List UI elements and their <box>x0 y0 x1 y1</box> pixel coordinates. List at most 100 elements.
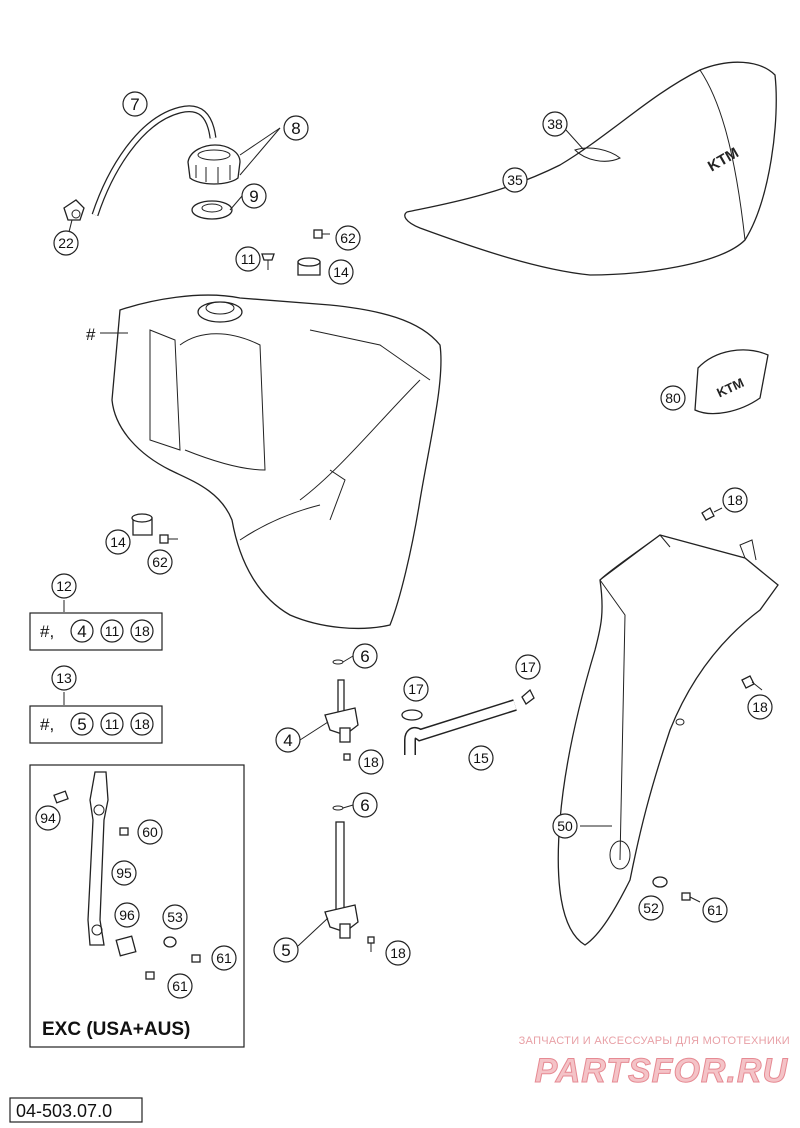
screw-18-tap4 <box>343 753 351 761</box>
callout-52: 52 <box>638 895 664 921</box>
callout-18-panel-top: 18 <box>722 487 748 513</box>
svg-text:38: 38 <box>547 116 563 132</box>
svg-text:#,: #, <box>40 715 54 734</box>
svg-text:11: 11 <box>241 251 256 267</box>
callout-38: 38 <box>542 111 568 137</box>
svg-text:50: 50 <box>557 818 573 834</box>
screw-11 <box>261 253 275 270</box>
svg-text:#: # <box>86 325 96 344</box>
callout-53: 53 <box>162 904 188 930</box>
svg-text:96: 96 <box>119 907 135 923</box>
exc-inset: EXC (USA+AUS) <box>29 764 245 1048</box>
callout-60: 60 <box>137 819 163 845</box>
svg-text:17: 17 <box>520 659 536 675</box>
callout-7: 7 <box>122 91 148 117</box>
svg-text:5: 5 <box>77 715 86 734</box>
svg-text:7: 7 <box>130 95 139 114</box>
callout-15: 15 <box>468 745 494 771</box>
svg-text:17: 17 <box>408 681 424 697</box>
callout-6-lower: 6 <box>352 792 378 818</box>
callout-18-tap4: 18 <box>358 749 384 775</box>
svg-text:9: 9 <box>249 187 258 206</box>
svg-text:35: 35 <box>507 172 523 188</box>
svg-text:11: 11 <box>105 623 120 639</box>
svg-text:60: 60 <box>142 824 158 840</box>
watermark: ЗАПЧАСТИ И АКСЕССУАРЫ ДЛЯ МОТОТЕХНИКИ PA… <box>519 1035 790 1091</box>
callout-61-panel: 61 <box>702 897 728 923</box>
vent-nipple <box>63 199 85 221</box>
callout-12: 12 <box>51 573 77 599</box>
svg-text:14: 14 <box>110 534 126 550</box>
tank-cap <box>187 144 241 185</box>
svg-text:53: 53 <box>167 909 183 925</box>
svg-text:18: 18 <box>363 754 379 770</box>
svg-text:12: 12 <box>56 578 72 594</box>
svg-text:14: 14 <box>333 264 349 280</box>
svg-text:5: 5 <box>281 941 290 960</box>
tank-decal: KTM <box>694 349 769 415</box>
svg-text:52: 52 <box>643 900 659 916</box>
kit-box-12: #, 4 11 18 <box>29 612 163 651</box>
callout-14-lower: 14 <box>105 529 131 555</box>
svg-text:61: 61 <box>172 978 188 994</box>
screw-62-lower <box>159 534 178 544</box>
svg-text:8: 8 <box>291 119 300 138</box>
washer-52 <box>652 876 668 888</box>
callout-61-inset-bottom: 61 <box>167 973 193 999</box>
callout-17-left: 17 <box>403 676 429 702</box>
screw-62-top <box>313 229 330 239</box>
svg-text:18: 18 <box>752 699 768 715</box>
callout-13: 13 <box>51 665 77 691</box>
callout-80: 80 <box>660 385 686 411</box>
svg-text:15: 15 <box>473 750 489 766</box>
callout-18-tap5: 18 <box>385 940 411 966</box>
svg-text:18: 18 <box>134 623 150 639</box>
svg-text:18: 18 <box>390 945 406 961</box>
callout-4: 4 <box>275 727 301 753</box>
hose-clamp-left <box>401 709 423 721</box>
svg-text:11: 11 <box>105 716 120 732</box>
spacer-14-lower <box>131 513 153 536</box>
callout-95: 95 <box>111 860 137 886</box>
screw-18-tap5 <box>367 936 375 952</box>
svg-text:80: 80 <box>665 390 681 406</box>
svg-text:#,: #, <box>40 622 54 641</box>
hose-clamp-right <box>521 688 535 705</box>
screw-18-top <box>701 507 723 521</box>
svg-text:4: 4 <box>77 622 86 641</box>
callout-96: 96 <box>114 902 140 928</box>
callout-14-top: 14 <box>328 259 354 285</box>
svg-text:6: 6 <box>360 796 369 815</box>
screw-61-panel <box>681 892 701 903</box>
callout-17-right: 17 <box>515 654 541 680</box>
fuel-tank <box>111 294 442 630</box>
inset-label: EXC (USA+AUS) <box>42 1019 190 1040</box>
side-panel <box>557 534 779 946</box>
callout-61-inset-right: 61 <box>211 945 237 971</box>
watermark-tagline: ЗАПЧАСТИ И АКСЕССУАРЫ ДЛЯ МОТОТЕХНИКИ <box>519 1035 790 1047</box>
svg-text:6: 6 <box>360 647 369 666</box>
svg-text:4: 4 <box>283 731 292 750</box>
screw-18-right <box>741 675 763 691</box>
callout-11: 11 <box>235 246 261 272</box>
fuel-tap-5 <box>324 805 359 939</box>
callout-94: 94 <box>35 805 61 831</box>
svg-text:22: 22 <box>58 235 74 251</box>
callout-5: 5 <box>273 937 299 963</box>
leader-lines <box>63 127 671 947</box>
callout-62-lower: 62 <box>147 549 173 575</box>
kit-box-13: #, 5 11 18 <box>29 705 163 744</box>
watermark-brand: PARTSFOR.RU <box>535 1052 789 1090</box>
svg-text:61: 61 <box>707 902 723 918</box>
cap-gasket <box>191 200 233 220</box>
spacer-14-top <box>297 257 321 276</box>
callout-9: 9 <box>241 183 267 209</box>
fuel-hose <box>404 699 517 755</box>
svg-text:18: 18 <box>134 716 150 732</box>
svg-text:62: 62 <box>152 554 168 570</box>
svg-text:61: 61 <box>216 950 232 966</box>
document-number: 04-503.07.0 <box>9 1097 143 1123</box>
svg-text:04-503.07.0: 04-503.07.0 <box>16 1101 112 1121</box>
svg-text:62: 62 <box>340 230 356 246</box>
seat: KTM <box>404 61 777 276</box>
